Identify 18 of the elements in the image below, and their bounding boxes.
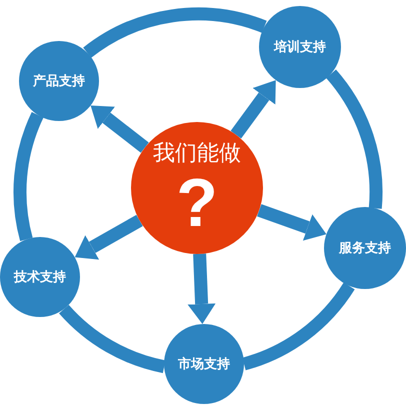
arrow	[188, 254, 216, 324]
arrow	[257, 204, 326, 241]
ring-arc	[83, 8, 266, 58]
question-mark: ?	[176, 167, 218, 239]
circle-label: 市场支持	[178, 356, 230, 373]
circle-label: 培训支持	[274, 38, 326, 56]
ring-arc	[59, 304, 166, 373]
arrow	[74, 214, 143, 260]
circle-label: 技术支持	[14, 269, 66, 286]
heading-text: 我们能做	[153, 141, 241, 167]
circle-label: 服务支持	[339, 240, 391, 257]
ring-arc	[242, 282, 354, 370]
arrow	[90, 106, 149, 153]
arrow	[230, 80, 276, 139]
ring-arc	[14, 112, 44, 241]
circle-label: 产品支持	[33, 72, 85, 90]
support-circle	[0, 237, 80, 317]
ring-arc	[326, 70, 382, 209]
